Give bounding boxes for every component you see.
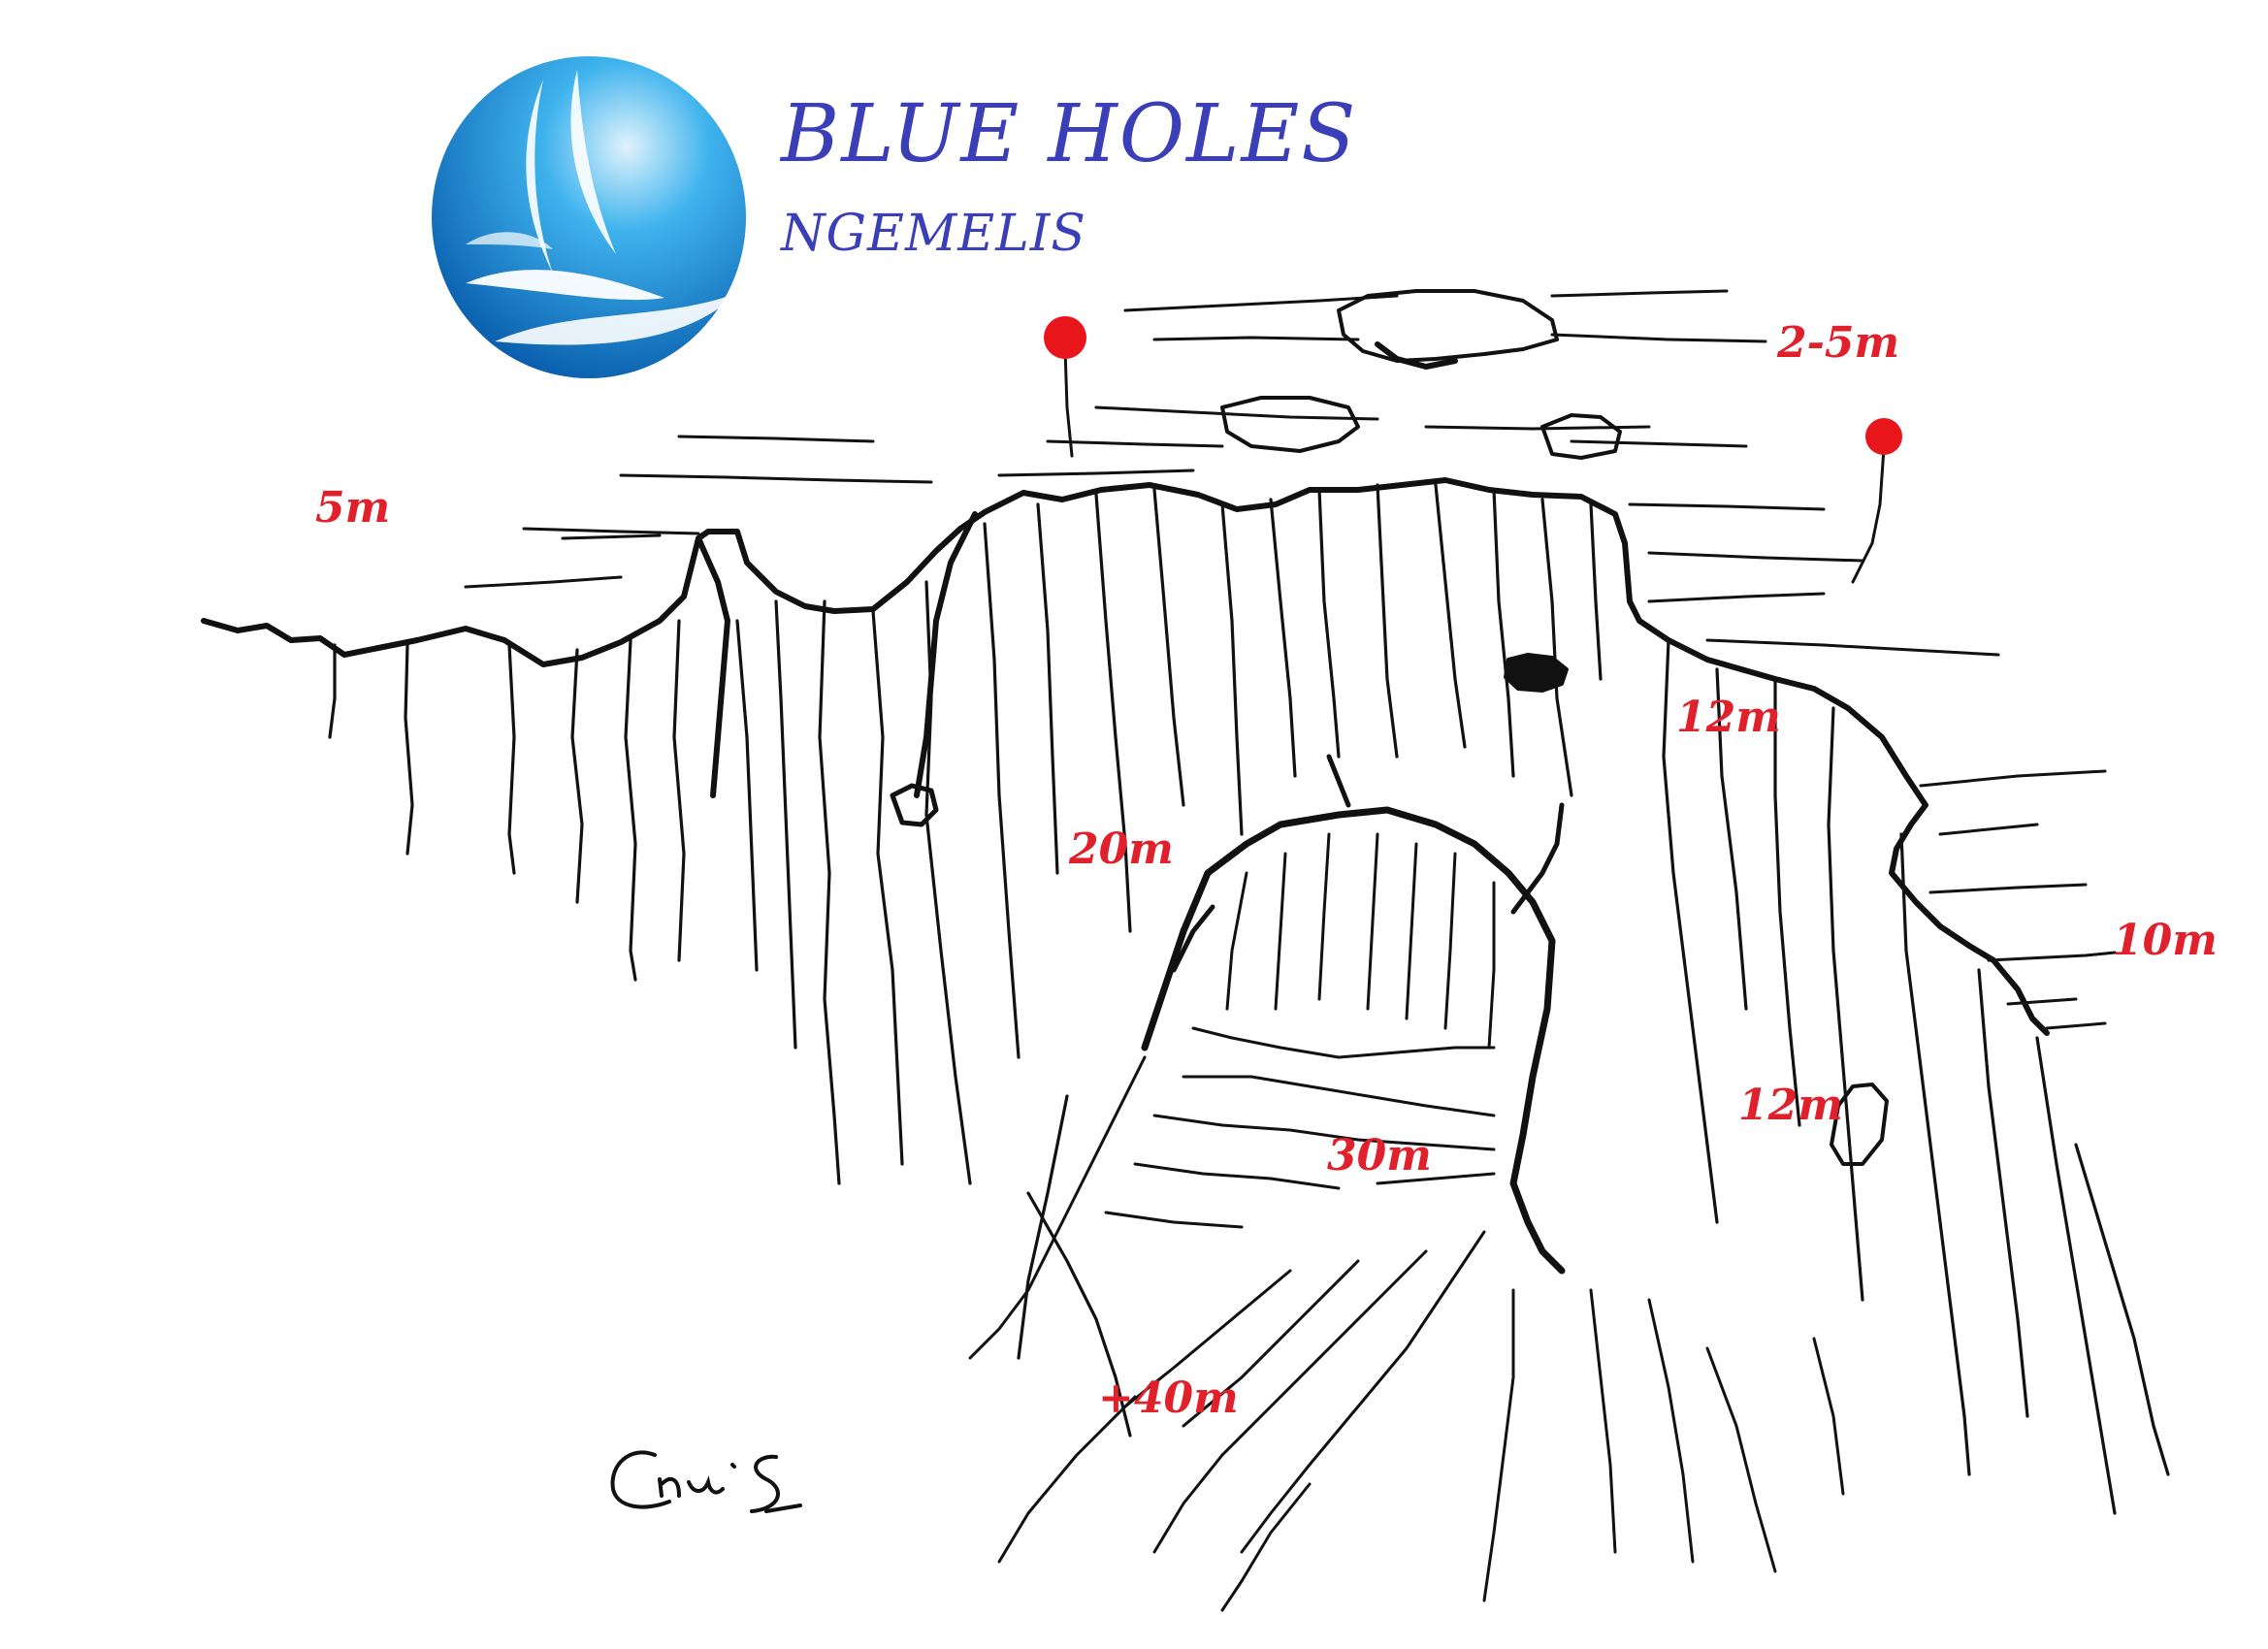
depth-label-cave-floor: 30m	[1327, 1131, 1432, 1180]
depth-label-wall-center: 20m	[1069, 824, 1174, 874]
reef-rim-outline	[201, 477, 2050, 1036]
depth-label-surface-right: 2-5m	[1777, 318, 1900, 368]
wall-streaks	[328, 483, 2170, 1515]
artist-signature-icon	[610, 1450, 802, 1513]
wall-holes	[890, 653, 1889, 1166]
depth-label-shallow-left: 5m	[315, 483, 391, 533]
site-subtitle: NGEMELIS	[781, 205, 1086, 263]
surface-coral-heads	[1220, 289, 1622, 460]
depth-label-lower-right: 12m	[1738, 1081, 1843, 1130]
buoy-lines	[1063, 347, 1886, 584]
surface-lines	[464, 289, 2117, 1030]
depth-label-shelf-far-right: 10m	[2113, 916, 2218, 965]
cave-interior-streaks	[1191, 832, 1496, 1059]
depth-label-ledge-right: 12m	[1676, 693, 1781, 742]
site-title: BLUE HOLES	[781, 88, 1358, 180]
blue-globe-logo-icon	[432, 56, 746, 378]
seafloor-slope	[968, 1055, 1845, 1612]
cave-arch	[1141, 754, 1566, 1275]
buoy-marker-left	[1044, 316, 1086, 359]
buoy-marker-right	[1865, 418, 1902, 455]
depth-label-deep: +40m	[1098, 1374, 1239, 1423]
